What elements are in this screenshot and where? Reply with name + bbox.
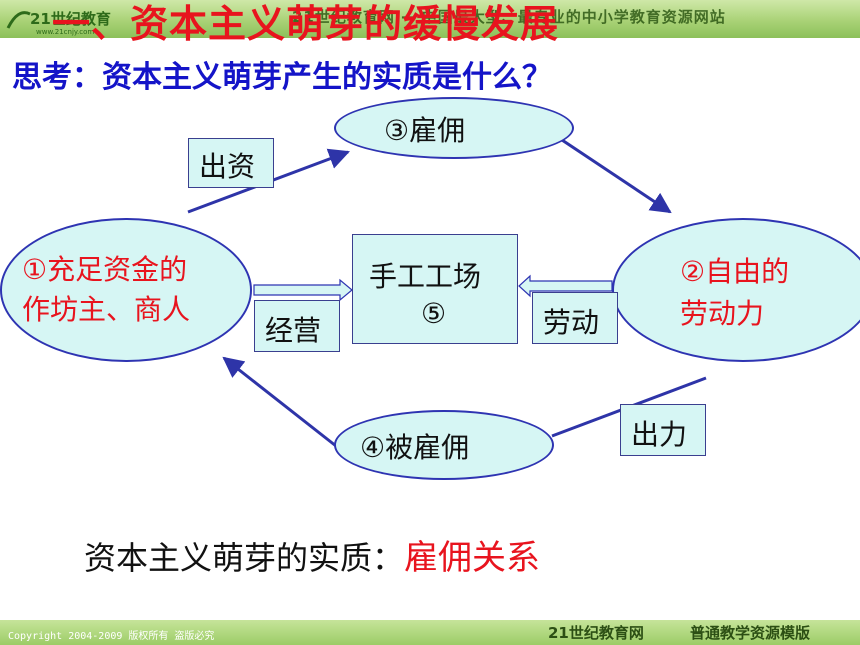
- node-hire-label: ③雇佣: [384, 114, 466, 147]
- node-owner-line2: 作坊主、商人: [22, 293, 191, 326]
- arrow-work-block: [518, 274, 613, 298]
- node-workshop-line1: 手工工场: [369, 260, 482, 293]
- footer-band: [0, 620, 860, 645]
- node-workshop-line2: ⑤: [421, 297, 447, 330]
- node-owner: ①充足资金的 作坊主、商人: [0, 218, 252, 362]
- node-hired: ④被雇佣: [334, 410, 554, 480]
- question-text: 思考：资本主义萌芽产生的实质是什么？: [12, 60, 552, 95]
- edge-work-text: 劳动: [543, 306, 600, 339]
- logo-text: 21世纪教育: [30, 10, 111, 28]
- footer-copyright: Copyright 2004-2009 版权所有 盗版必究: [8, 631, 215, 642]
- edge-manage-text: 经营: [265, 314, 322, 347]
- node-labor: ②自由的 劳动力: [612, 218, 860, 362]
- edge-effort-label: 出力: [620, 404, 706, 456]
- arrow-hired-to-owner: [222, 356, 337, 448]
- edge-effort-text: 出力: [631, 418, 688, 451]
- node-labor-line2: 劳动力: [680, 297, 765, 330]
- edge-invest-label: 出资: [188, 138, 274, 188]
- node-hire: ③雇佣: [334, 97, 574, 159]
- site-name: 21世纪教育网 -- 中国最大型、最专业的中小学教育资源网站: [292, 8, 726, 26]
- logo-url: www.21cnjy.com: [36, 28, 94, 36]
- footer-tagline: 普通教学资源模版: [690, 624, 811, 642]
- edge-manage-label: 经营: [254, 300, 340, 352]
- footer-brand: 21世纪教育网: [548, 624, 644, 642]
- arrow-hire-to-labor: [561, 138, 672, 214]
- slide-title: 一、资本主义萌芽的缓慢发展: [52, 2, 560, 46]
- site-logo: 21世纪教育 www.21cnjy.com: [6, 10, 111, 36]
- node-hired-label: ④被雇佣: [360, 431, 470, 464]
- conclusion-prefix: 资本主义萌芽的实质：: [84, 539, 405, 577]
- conclusion-line: 资本主义萌芽的实质：雇佣关系: [84, 536, 784, 580]
- node-workshop: 手工工场 ⑤: [352, 234, 518, 344]
- edge-invest-text: 出资: [199, 150, 256, 183]
- arrow-manage-block: [253, 278, 353, 302]
- node-owner-line1: ①充足资金的: [22, 253, 188, 286]
- node-labor-line1: ②自由的: [680, 255, 790, 288]
- header-band: [0, 0, 860, 38]
- edge-work-label: 劳动: [532, 292, 618, 344]
- conclusion-answer: 雇佣关系: [404, 538, 541, 578]
